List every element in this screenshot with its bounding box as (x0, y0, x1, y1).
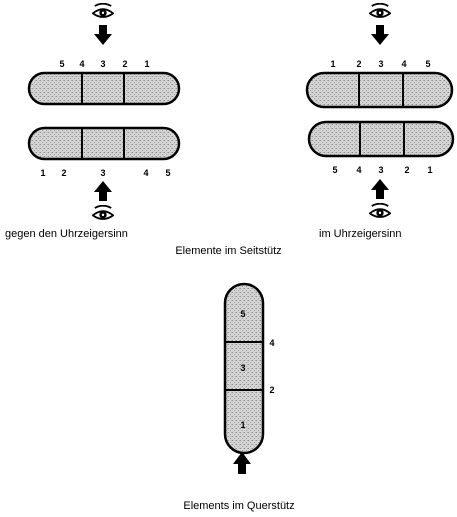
number-label: 4 (356, 165, 361, 175)
number-label: 4 (269, 338, 274, 348)
vertical-caption: Elements im Querstütz (183, 500, 295, 512)
number-label: 1 (330, 59, 335, 69)
caption-clockwise: im Uhrzeigersinn (319, 228, 402, 240)
down-arrow-icon (371, 25, 389, 45)
eye-icon (369, 3, 391, 18)
element-bar (307, 120, 455, 158)
number-label: 1 (40, 168, 45, 178)
number-label: 2 (122, 59, 127, 69)
number-label: 1 (427, 165, 432, 175)
cell-number-label: 1 (240, 420, 245, 430)
number-label: 3 (100, 168, 105, 178)
number-label: 5 (59, 59, 64, 69)
eye-icon (369, 203, 391, 218)
number-label: 2 (61, 168, 66, 178)
number-label: 2 (356, 59, 361, 69)
number-label: 2 (269, 385, 274, 395)
eye-icon (92, 3, 114, 18)
number-label: 3 (100, 59, 105, 69)
up-arrow-icon (233, 452, 251, 474)
number-label: 1 (144, 59, 149, 69)
element-bar (305, 71, 454, 109)
element-bar (27, 126, 181, 161)
number-label: 2 (404, 165, 409, 175)
down-arrow-icon (94, 25, 112, 45)
number-label: 3 (378, 165, 383, 175)
element-bar (27, 71, 181, 106)
number-label: 4 (143, 168, 148, 178)
cell-number-label: 5 (240, 309, 245, 319)
number-label: 4 (401, 59, 406, 69)
vertical-element-bar (223, 282, 265, 455)
number-label: 3 (378, 59, 383, 69)
up-arrow-icon (94, 181, 112, 201)
number-label: 5 (332, 165, 337, 175)
up-arrow-icon (371, 179, 389, 199)
number-label: 5 (165, 168, 170, 178)
number-label: 4 (79, 59, 84, 69)
eye-icon (92, 205, 114, 220)
caption-counterclockwise: gegen den Uhrzeigersinn (5, 228, 128, 240)
number-label: 5 (425, 59, 430, 69)
cell-number-label: 3 (240, 363, 245, 373)
section-title: Elemente im Seitstütz (175, 245, 282, 257)
